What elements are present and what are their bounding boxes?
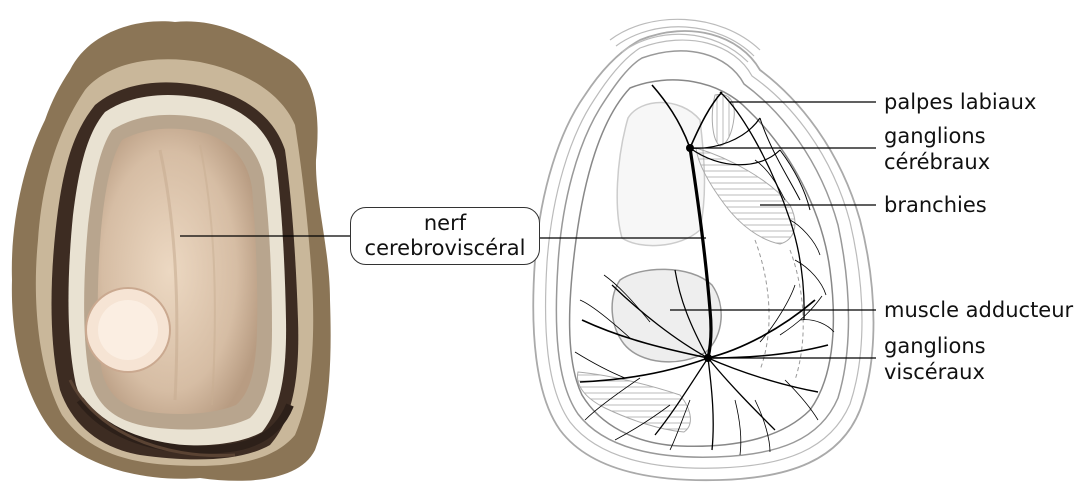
label-branchies: branchies <box>884 192 987 218</box>
label-ganglions-cerebraux: ganglions cérébraux <box>884 123 990 175</box>
label-muscle-adducteur: muscle adducteur <box>884 297 1073 323</box>
oyster-photo <box>12 21 331 481</box>
oyster-schematic <box>533 19 873 480</box>
callout-line2: cerebroviscéral <box>351 236 539 261</box>
label-ganglions-visceraux-line1: ganglions <box>884 333 986 359</box>
callout-nerf-cerebrovisceral: nerf cerebroviscéral <box>350 207 540 265</box>
label-ganglions-visceraux-line2: viscéraux <box>884 359 986 385</box>
label-palpes-labiaux: palpes labiaux <box>884 89 1036 115</box>
label-ganglions-cerebraux-line1: ganglions <box>884 123 990 149</box>
callout-line1: nerf <box>351 211 539 236</box>
label-ganglions-cerebraux-line2: cérébraux <box>884 149 990 175</box>
label-ganglions-visceraux: ganglions viscéraux <box>884 333 986 385</box>
